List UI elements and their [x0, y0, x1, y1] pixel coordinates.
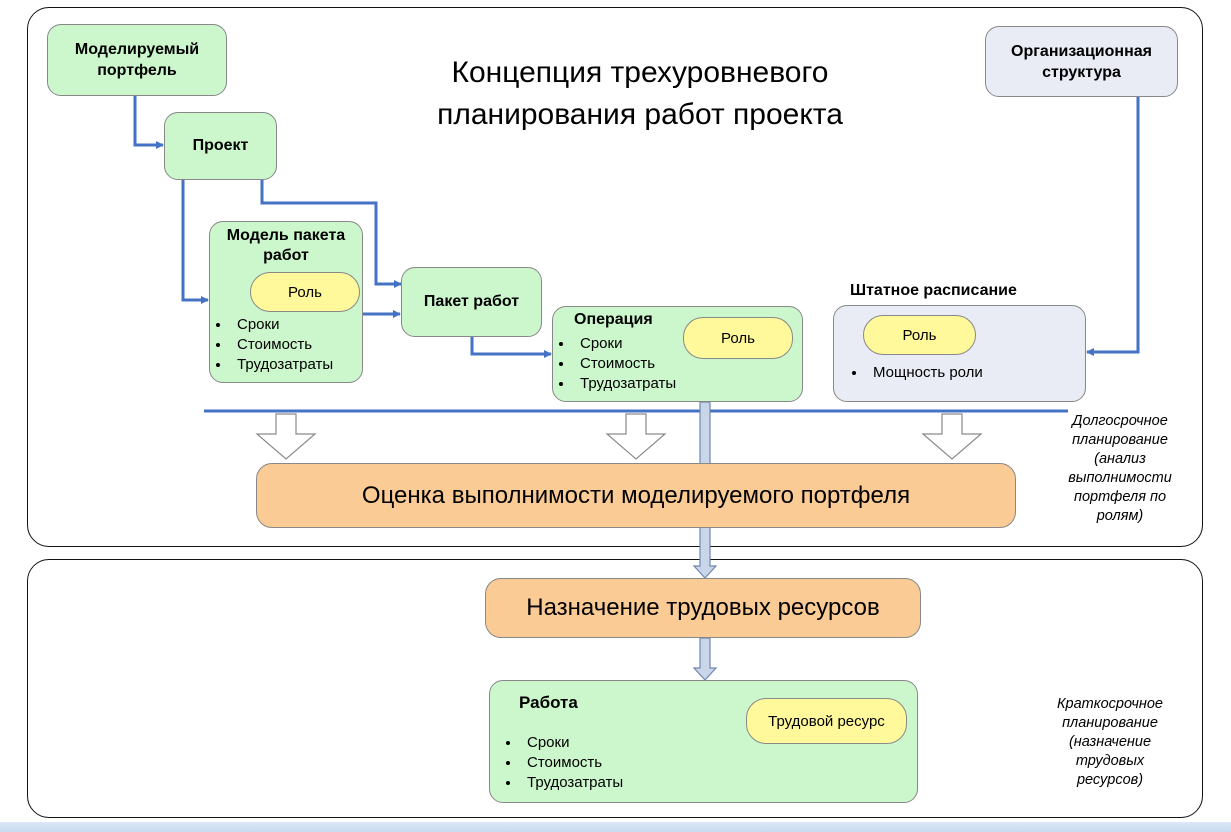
node-project-label: Проект: [192, 137, 249, 154]
note-short-term: Краткосрочное планирование (назначение т…: [1042, 695, 1178, 790]
edge-org-staffing: [1086, 97, 1140, 356]
edge-project-wpmodel: [181, 180, 209, 304]
note-short-term-line-1: Краткосрочное: [1056, 696, 1163, 712]
note-long-term-line-5: портфеля по: [1073, 489, 1167, 505]
title-line-1: Концепция трехуровневого: [451, 56, 829, 89]
wide-arrow-3: [921, 413, 983, 460]
pill-role-model: Роль: [250, 272, 360, 312]
work-bullets: Сроки Стоимость Трудозатраты: [503, 733, 623, 793]
node-staffing-label: Штатное расписание: [850, 282, 1017, 299]
node-portfolio: Моделируемый портфель: [47, 24, 227, 96]
note-short-term-line-3: (назначение: [1068, 734, 1152, 750]
note-short-term-line-2: планирование: [1062, 715, 1158, 731]
edge-portfolio-project: [133, 95, 164, 149]
work-bullet-1: Сроки: [521, 733, 623, 753]
work-bullet-3: Трудозатраты: [521, 773, 623, 793]
note-long-term-line-2: планирование: [1072, 432, 1168, 448]
title-line-2: планирования работ проекта: [437, 98, 843, 131]
pill-labor-resource: Трудовой ресурс: [746, 698, 907, 744]
operation-bullets: Сроки Стоимость Трудозатраты: [556, 334, 676, 394]
diagram-title: Концепция трехуровневого планирования ра…: [380, 52, 900, 136]
edge-workpackage-operation: [470, 337, 552, 358]
wp-model-bullets: Сроки Стоимость Трудозатраты: [213, 315, 333, 375]
node-org-structure-label: Организационная структура: [1011, 42, 1152, 81]
node-work-package: Пакет работ: [401, 267, 542, 337]
node-work: Работа Трудовой ресурс Сроки Стоимость Т…: [489, 680, 918, 803]
node-work-package-label: Пакет работ: [423, 293, 520, 310]
wp-model-bullet-1: Сроки: [231, 315, 333, 335]
wp-model-bullet-2: Стоимость: [231, 335, 333, 355]
wp-model-bullet-3: Трудозатраты: [231, 355, 333, 375]
note-long-term-line-3: (анализ: [1094, 451, 1146, 467]
note-long-term-line-6: ролям): [1096, 508, 1144, 524]
node-org-structure: Организационная структура: [985, 26, 1178, 97]
assignment-box: Назначение трудовых ресурсов: [485, 578, 921, 638]
node-portfolio-label: Моделируемый портфель: [74, 41, 200, 79]
staffing-bullets: Мощность роли: [849, 363, 983, 383]
edge-project-workpackage: [260, 180, 402, 288]
staffing-bullet-1: Мощность роли: [867, 363, 983, 383]
pill-role-staff: Роль: [863, 315, 976, 355]
node-staffing: Роль Мощность роли: [833, 305, 1086, 402]
wide-arrow-1: [255, 413, 317, 460]
note-short-term-line-5: ресурсов): [1076, 772, 1144, 788]
operation-bullet-3: Трудозатраты: [574, 374, 676, 394]
node-operation-label: Операция: [574, 311, 653, 328]
feasibility-box: Оценка выполнимости моделируемого портфе…: [256, 463, 1016, 528]
work-bullet-2: Стоимость: [521, 753, 623, 773]
operation-bullet-1: Сроки: [574, 334, 676, 354]
node-project: Проект: [164, 112, 277, 180]
note-long-term-line-4: выполнимости: [1068, 470, 1172, 486]
note-long-term-line-1: Долгосрочное: [1072, 413, 1168, 429]
bottom-strip: [0, 822, 1231, 832]
note-short-term-line-4: трудовых: [1075, 753, 1145, 769]
node-work-label: Работа: [519, 693, 578, 712]
assignment-label: Назначение трудовых ресурсов: [526, 594, 880, 621]
note-long-term: Долгосрочное планирование (анализ выполн…: [1052, 412, 1188, 526]
pipe-arrow-assignment-down: [692, 637, 718, 681]
node-wp-model: Модель пакета работ Роль Сроки Стоимость…: [209, 221, 363, 383]
feasibility-label: Оценка выполнимости моделируемого портфе…: [361, 481, 911, 509]
pill-role-operation: Роль: [683, 317, 793, 359]
operation-bullet-2: Стоимость: [574, 354, 676, 374]
node-wp-model-label: Модель пакета работ: [226, 227, 346, 264]
wide-arrow-2: [605, 413, 667, 460]
node-operation: Операция Роль Сроки Стоимость Трудозатра…: [552, 306, 803, 402]
